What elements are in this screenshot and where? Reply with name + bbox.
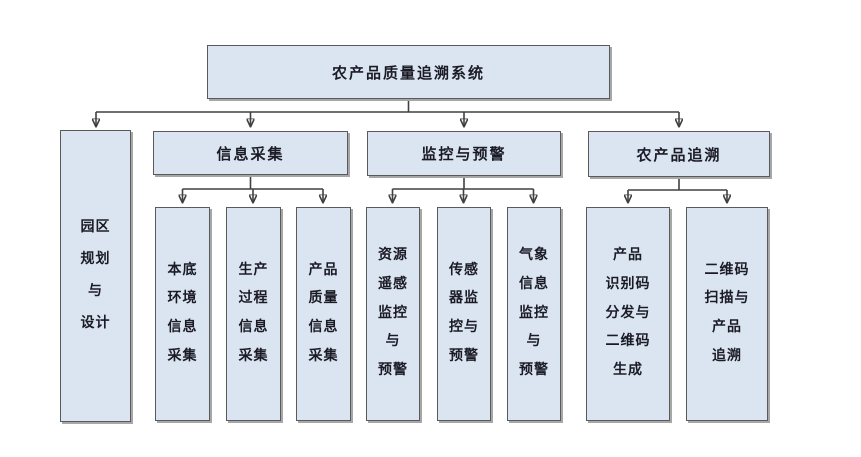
- node-production-process-info-collection: 生产 过程 信息 采集: [226, 207, 281, 421]
- node-qrcode-scan-traceability: 二维码 扫描与 产品 追溯: [686, 207, 768, 421]
- node-sensor-monitoring: 传感 器监 控与 预警: [437, 207, 491, 421]
- node-monitoring-warning: 监控与预警: [367, 131, 561, 176]
- node-background-env-info-collection: 本底 环境 信息 采集: [155, 207, 210, 421]
- node-id-code-qrcode-generation: 产品 识别码 分发与 二维码 生成: [586, 207, 670, 421]
- node-information-collection: 信息采集: [153, 131, 348, 175]
- node-remote-sensing-monitoring: 资源 遥感 监控 与 预警: [366, 207, 420, 421]
- node-park-planning-design: 园区 规划 与 设计: [60, 130, 131, 422]
- node-root-system: 农产品质量追溯系统: [207, 45, 610, 99]
- node-product-traceability: 农产品追溯: [588, 131, 770, 177]
- node-weather-info-monitoring: 气象 信息 监控 与 预警: [507, 207, 561, 421]
- node-product-quality-info-collection: 产品 质量 信息 采集: [296, 207, 351, 421]
